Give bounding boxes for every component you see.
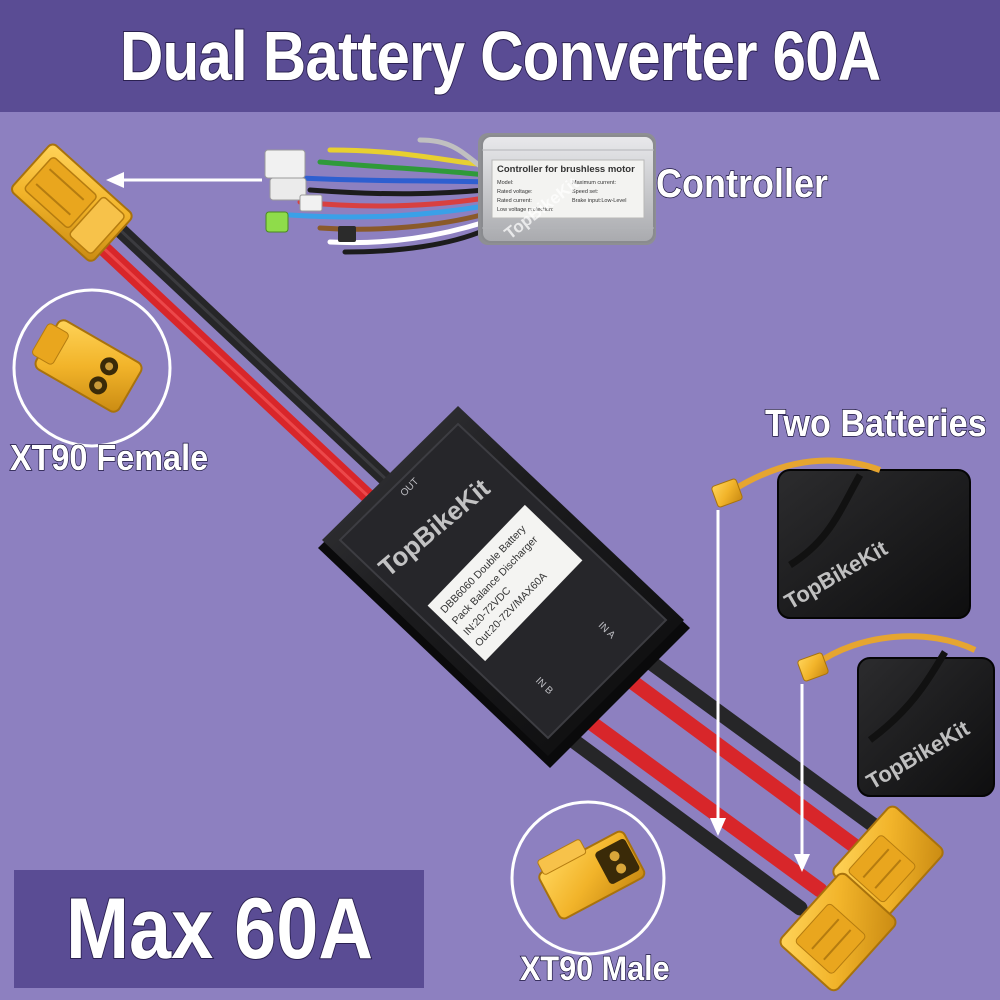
converter-sticker bbox=[427, 504, 583, 662]
xt90-female-icon bbox=[32, 319, 143, 413]
xt90-female-label: XT90 Female bbox=[9, 436, 209, 479]
battery-bottom: TopBikeKit bbox=[797, 633, 995, 797]
battery-bottom-xt60 bbox=[797, 652, 829, 682]
max-current-text: Max 60A bbox=[65, 880, 374, 978]
arrow-to-output bbox=[106, 172, 262, 188]
controller-group: Controller for brushless motor Model: Ra… bbox=[264, 133, 656, 255]
title-banner: Dual Battery Converter 60A bbox=[0, 0, 1000, 112]
controller-label-title: Controller for brushless motor bbox=[497, 164, 635, 175]
input-a-wire-black bbox=[612, 632, 888, 838]
xt90-male-inset bbox=[510, 800, 666, 956]
connector-white-1 bbox=[264, 149, 306, 179]
xt90-input-b-connector bbox=[779, 872, 897, 992]
controller-label bbox=[491, 159, 645, 219]
controller-wires bbox=[287, 137, 488, 255]
controller-spec-maxcurrent: Maximum current: bbox=[572, 180, 616, 186]
arrow-battery-bottom bbox=[794, 684, 810, 872]
converter-box: DBB6060 Double Battery Pack Balance Disc… bbox=[318, 406, 690, 768]
connector-green bbox=[265, 211, 289, 233]
controller-spec-current: Rated current: bbox=[497, 198, 532, 204]
xt90-output-connector bbox=[11, 143, 133, 262]
output-wires bbox=[92, 222, 416, 523]
controller-spec-speed: Speed set: bbox=[572, 189, 599, 195]
connector-white-2 bbox=[269, 177, 307, 201]
xt90-male-label: XT90 Male bbox=[519, 949, 670, 989]
input-a-wire-red bbox=[592, 650, 868, 858]
input-b-wires bbox=[532, 692, 828, 916]
input-b-wire-black bbox=[532, 708, 808, 916]
controller-spec-voltage: Rated voltage: bbox=[497, 189, 533, 195]
controller-spec-brake: Brake input:Low-Level bbox=[572, 198, 626, 204]
xt90-male-icon bbox=[537, 830, 646, 920]
battery-top: TopBikeKit bbox=[711, 457, 971, 619]
connector-black bbox=[338, 226, 356, 242]
page-title: Dual Battery Converter 60A bbox=[119, 16, 882, 96]
battery-top-xt60 bbox=[711, 478, 743, 508]
input-b-wire-red bbox=[552, 692, 828, 898]
controller-spec-lvp: Low voltage protection: bbox=[497, 207, 554, 213]
controller-label-text: Controller bbox=[655, 161, 829, 207]
two-batteries-label: Two Batteries bbox=[764, 402, 987, 446]
battery-bottom-body bbox=[857, 657, 995, 797]
xt90-female-inset bbox=[12, 288, 172, 448]
max-current-badge: Max 60A bbox=[14, 870, 424, 988]
input-a-wires bbox=[592, 632, 888, 858]
arrow-battery-top bbox=[710, 510, 726, 836]
controller-spec-model: Model: bbox=[497, 180, 514, 186]
